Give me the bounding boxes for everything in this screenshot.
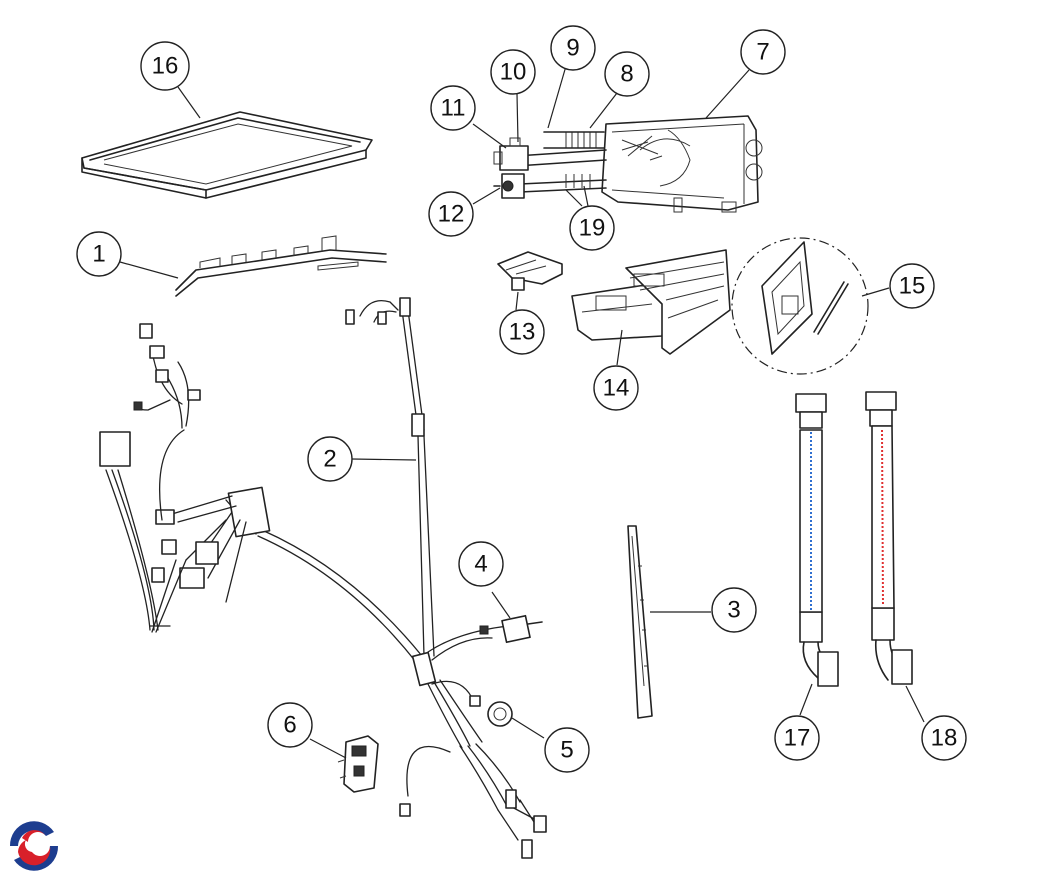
- part-2-main-wiring-harness: [99, 297, 547, 859]
- callout-6: 6: [267, 702, 313, 748]
- callout-13-label: 13: [509, 319, 536, 346]
- callout-3: 3: [711, 587, 757, 633]
- callout-5-label: 5: [560, 737, 573, 764]
- callout-13: 13: [499, 309, 545, 355]
- callout-14-label: 14: [603, 375, 630, 402]
- part-16-top-cover: [81, 111, 373, 199]
- callout-2: 2: [307, 436, 353, 482]
- callout-12-label: 12: [438, 201, 465, 228]
- callout-7-label: 7: [756, 39, 769, 66]
- callout-3-label: 3: [727, 597, 740, 624]
- brand-logo: [4, 816, 64, 876]
- callout-10: 10: [490, 49, 536, 95]
- callout-17-label: 17: [784, 725, 811, 752]
- leader-lines: [119, 65, 925, 759]
- part-17-cold-inlet-hose: [795, 393, 839, 687]
- part-8-inlet-hoses: [515, 131, 607, 193]
- callout-9: 9: [550, 25, 596, 71]
- callout-18-label: 18: [931, 725, 958, 752]
- callout-11: 11: [430, 85, 476, 131]
- callout-18: 18: [921, 715, 967, 761]
- part-4-sensor: [479, 614, 543, 644]
- part-3-vertical-bracket: [627, 525, 653, 719]
- part-13-siphon-cap: [497, 251, 563, 291]
- part-1-panel-rail: [175, 235, 387, 297]
- part-14-detergent-drawer: [571, 249, 731, 355]
- callout-19: 19: [569, 205, 615, 251]
- callout-10-label: 10: [500, 59, 527, 86]
- callout-15-label: 15: [899, 273, 926, 300]
- part-7-dispenser-housing: [601, 115, 763, 213]
- callout-16: 16: [140, 41, 190, 91]
- callout-4: 4: [458, 541, 504, 587]
- callout-7: 7: [740, 29, 786, 75]
- callout-8: 8: [604, 51, 650, 97]
- callout-14: 14: [593, 365, 639, 411]
- callout-12: 12: [428, 191, 474, 237]
- part-5-round-sensor: [487, 701, 513, 727]
- callout-1-label: 1: [92, 241, 105, 268]
- callout-19-label: 19: [579, 215, 606, 242]
- callout-9-label: 9: [566, 35, 579, 62]
- callout-5: 5: [544, 727, 590, 773]
- part-12-inlet-valve-lower: [493, 173, 525, 199]
- callout-2-label: 2: [323, 446, 336, 473]
- part-11-inlet-valve-upper: [493, 137, 529, 171]
- callout-11-label: 11: [441, 95, 466, 122]
- part-15-detail-bracket: [731, 237, 869, 375]
- part-18-hot-inlet-hose: [865, 391, 913, 685]
- callout-4-label: 4: [474, 551, 487, 578]
- callout-16-label: 16: [152, 53, 179, 80]
- callout-17: 17: [774, 715, 820, 761]
- callout-15: 15: [889, 263, 935, 309]
- callout-1: 1: [76, 231, 122, 277]
- callout-6-label: 6: [283, 712, 296, 739]
- callout-8-label: 8: [620, 61, 633, 88]
- part-6-door-lock: [337, 735, 379, 793]
